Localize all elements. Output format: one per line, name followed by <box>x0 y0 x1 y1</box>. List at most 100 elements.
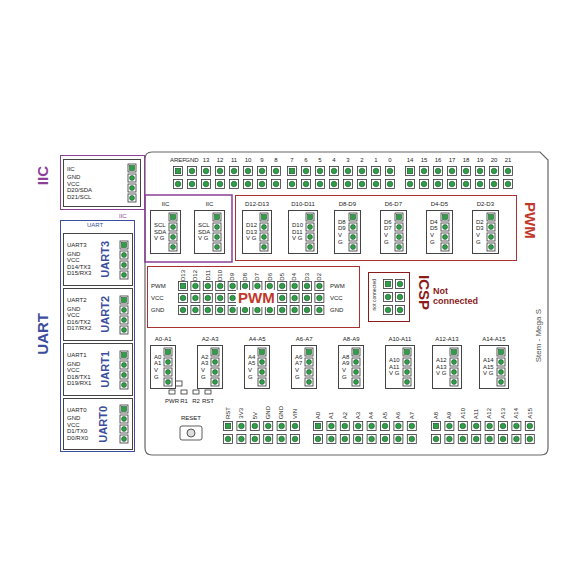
pin-names: A12 A13 V G <box>436 357 447 377</box>
pin-frame <box>277 435 286 444</box>
pin-round <box>259 181 265 187</box>
pin-frame <box>316 180 325 189</box>
pin-round <box>409 423 415 429</box>
pin-number: 1 <box>374 157 377 164</box>
pin-frame <box>445 422 454 431</box>
pin-round <box>308 245 313 250</box>
pin-square <box>407 168 412 173</box>
pin-frame <box>306 233 314 241</box>
pin-frame <box>272 167 281 176</box>
pin-frame <box>407 435 416 444</box>
uart-connector: UART1GND VCC D18/TX1 D19/RX1UART1 <box>63 343 133 396</box>
pin-frame <box>472 435 481 444</box>
pin-frame <box>487 213 495 221</box>
pin-square <box>442 215 447 220</box>
pin-round <box>451 360 456 365</box>
pin-frame <box>406 180 415 189</box>
pin-frame <box>349 233 357 241</box>
pin-round <box>231 181 237 187</box>
pin-round <box>122 372 127 377</box>
pin-name: A15 <box>527 408 534 419</box>
pin-number: 11 <box>231 157 237 164</box>
pin-frame <box>164 368 172 376</box>
pin-frame <box>202 180 211 189</box>
pin-frame <box>258 348 266 356</box>
pin-frame <box>230 167 239 176</box>
connector-name: D12-D13 <box>245 201 269 208</box>
pin-names: GND VCC D20/SDA D21/SCL <box>67 174 92 200</box>
pin-frame <box>216 282 225 291</box>
pin-names: GND VCC D1/TX0 D0/RX0 <box>67 415 88 441</box>
pin-name: 5V <box>252 412 259 419</box>
pin-frame <box>213 233 221 241</box>
pin-round <box>488 245 493 250</box>
pin-frame <box>490 180 499 189</box>
pin-square <box>180 283 185 288</box>
pin-round <box>345 168 351 174</box>
pin-round <box>463 168 469 174</box>
pin-round <box>252 423 258 429</box>
pin-frame <box>216 294 225 303</box>
pin-round <box>442 235 447 240</box>
pin-square <box>396 215 401 220</box>
pin-round <box>317 283 323 289</box>
pin-connector: D10-D11D10 D11 V G <box>288 210 318 254</box>
pin-names: D4 D5 V G <box>430 219 438 245</box>
pin-round <box>260 370 265 375</box>
pin-frame <box>244 167 253 176</box>
pin-frame <box>237 435 246 444</box>
pin-round <box>304 283 310 289</box>
pin-name: GND <box>265 406 272 419</box>
pin-round <box>387 181 393 187</box>
pin-round <box>514 436 520 442</box>
pin-frame <box>394 435 403 444</box>
pin-frame <box>253 306 262 315</box>
pin-number: 9 <box>260 157 263 164</box>
pin-frame <box>525 435 534 444</box>
pin-frame <box>441 223 449 231</box>
pin-name: A8 <box>433 412 440 419</box>
connector-name: A4-A5 <box>249 336 266 343</box>
pin-round <box>435 168 441 174</box>
pin-round <box>279 436 285 442</box>
pin-frame <box>264 422 273 431</box>
pin-frame <box>434 167 443 176</box>
pin-round <box>397 307 403 313</box>
pin-name: D11 <box>205 270 212 281</box>
pin-name: D4 <box>291 273 298 281</box>
pin-round <box>435 181 441 187</box>
pin-frame <box>213 223 221 231</box>
pin-frame <box>303 294 312 303</box>
pin-round <box>460 436 466 442</box>
pin-frame <box>258 358 266 366</box>
pin-frame <box>497 358 505 366</box>
pin-frame <box>450 378 458 386</box>
pin-round <box>180 307 186 313</box>
pin-frame <box>485 435 494 444</box>
pin-number: 6 <box>304 157 307 164</box>
pin-round <box>289 181 295 187</box>
pin-frame <box>128 194 136 202</box>
iic-outline <box>145 195 232 262</box>
pin-frame <box>224 422 233 431</box>
reset-button-cap <box>187 429 195 437</box>
pin-round <box>473 423 479 429</box>
pin-round <box>308 235 313 240</box>
pin-frame <box>120 361 128 369</box>
pin-column <box>119 350 129 390</box>
pin-round <box>442 225 447 230</box>
pin-column <box>486 212 496 252</box>
pin-frame <box>441 233 449 241</box>
pin-square <box>260 350 265 355</box>
pin-frame <box>352 358 360 366</box>
pin-round <box>166 360 171 365</box>
pin-round <box>122 362 127 367</box>
pin-square <box>122 242 127 247</box>
pin-column <box>119 295 129 335</box>
pin-square <box>451 350 456 355</box>
pin-number: 17 <box>449 157 456 164</box>
pin-frame <box>120 251 128 259</box>
led-name: PWR <box>165 398 179 405</box>
pin-square <box>289 168 294 173</box>
pin-frame <box>458 435 467 444</box>
